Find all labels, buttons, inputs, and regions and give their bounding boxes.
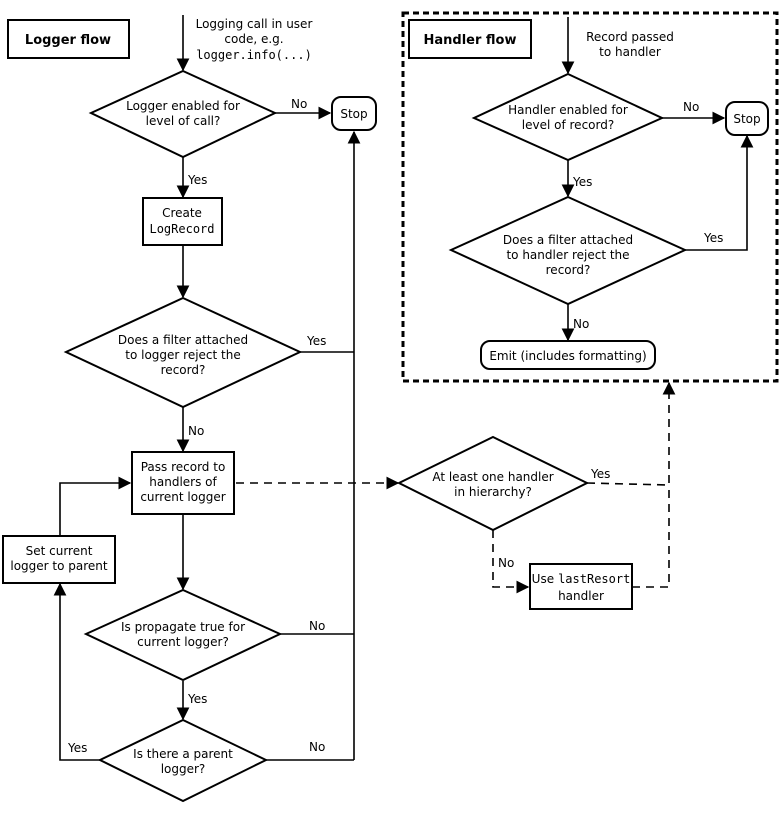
handler-entry-note: Record passed to handler xyxy=(586,30,674,59)
svg-text:Pass record to: Pass record to xyxy=(141,460,226,474)
label-yes-handler-enabled: Yes xyxy=(572,175,592,189)
svg-text:Stop: Stop xyxy=(340,107,367,121)
logger-flow-title: Logger flow xyxy=(7,19,130,59)
svg-text:Handler enabled for: Handler enabled for xyxy=(508,103,628,117)
svg-text:to handler: to handler xyxy=(599,45,661,59)
svg-text:At least one handler: At least one handler xyxy=(432,470,553,484)
svg-text:logger.info(...): logger.info(...) xyxy=(196,48,312,62)
label-yes-enabled: Yes xyxy=(187,173,207,187)
svg-text:record?: record? xyxy=(546,263,591,277)
handler-stop-terminal: Stop xyxy=(725,101,769,136)
label-no-parent: No xyxy=(309,740,325,754)
middle-connectors xyxy=(236,381,676,594)
svg-text:level of record?: level of record? xyxy=(522,118,614,132)
svg-text:in hierarchy?: in hierarchy? xyxy=(454,485,532,499)
svg-text:current logger?: current logger? xyxy=(137,635,229,649)
label-no-filter: No xyxy=(188,424,204,438)
logger-filter-decision: Does a filter attached to logger reject … xyxy=(63,296,303,409)
label-yes-propagate: Yes xyxy=(187,692,207,706)
handler-flow-connectors xyxy=(561,17,754,342)
svg-text:handler: handler xyxy=(558,589,604,603)
svg-text:current logger: current logger xyxy=(140,490,225,504)
svg-text:level of call?: level of call? xyxy=(146,114,221,128)
svg-text:to handler reject the: to handler reject the xyxy=(506,248,629,262)
svg-text:handlers of: handlers of xyxy=(149,475,217,489)
svg-text:Logger enabled for: Logger enabled for xyxy=(126,99,240,113)
svg-text:code, e.g.: code, e.g. xyxy=(224,32,283,46)
label-no-hierarchy: No xyxy=(498,556,514,570)
emit-terminal: Emit (includes formatting) xyxy=(480,340,656,370)
label-no-handler-enabled: No xyxy=(683,100,699,114)
svg-text:LogRecord: LogRecord xyxy=(149,222,214,236)
svg-text:Does a filter attached: Does a filter attached xyxy=(118,333,248,347)
label-no-propagate: No xyxy=(309,619,325,633)
svg-text:Record passed: Record passed xyxy=(586,30,674,44)
label-no-handler-filter: No xyxy=(573,317,589,331)
svg-text:Is there a parent: Is there a parent xyxy=(133,747,233,761)
handler-flow-frame xyxy=(401,11,779,383)
edge-labels: No Yes Yes No No Yes Yes No Yes No No Ye… xyxy=(67,97,723,755)
logger-stop-terminal: Stop xyxy=(331,96,377,131)
svg-text:logger?: logger? xyxy=(161,762,206,776)
svg-text:Is propagate true for: Is propagate true for xyxy=(121,620,245,634)
svg-text:Does a filter attached: Does a filter attached xyxy=(503,233,633,247)
pass-record-process: Pass record to handlers of current logge… xyxy=(131,451,235,515)
svg-text:record?: record? xyxy=(161,363,206,377)
at-least-one-handler-decision: At least one handler in hierarchy? xyxy=(396,435,590,532)
handler-enabled-decision: Handler enabled for level of record? xyxy=(471,72,665,162)
parent-logger-decision: Is there a parent logger? xyxy=(97,718,269,803)
logger-entry-note: Logging call in user code, e.g. logger.i… xyxy=(196,17,313,62)
handler-flow-title: Handler flow xyxy=(408,19,532,59)
create-logrecord-process: Create LogRecord xyxy=(142,197,223,246)
svg-text:Handler flow: Handler flow xyxy=(424,33,517,48)
svg-text:Set current: Set current xyxy=(26,544,93,558)
svg-text:to logger reject the: to logger reject the xyxy=(125,348,240,362)
label-no-enabled: No xyxy=(291,97,307,111)
propagate-decision: Is propagate true for current logger? xyxy=(83,588,283,682)
handler-filter-decision: Does a filter attached to handler reject… xyxy=(448,195,688,306)
label-yes-parent: Yes xyxy=(67,741,87,755)
svg-text:Logger flow: Logger flow xyxy=(25,33,111,48)
logger-flow-connectors xyxy=(53,15,361,761)
svg-text:logger to parent: logger to parent xyxy=(10,559,108,573)
label-yes-hierarchy: Yes xyxy=(590,467,610,481)
svg-text:Stop: Stop xyxy=(733,112,760,126)
logger-enabled-decision: Logger enabled for level of call? xyxy=(88,69,278,159)
label-yes-filter: Yes xyxy=(306,334,326,348)
svg-text:Logging call in user: Logging call in user xyxy=(196,17,313,31)
label-yes-handler-filter: Yes xyxy=(703,231,723,245)
set-parent-process: Set current logger to parent xyxy=(2,535,116,584)
svg-text:Emit (includes formatting): Emit (includes formatting) xyxy=(489,349,646,363)
svg-text:Create: Create xyxy=(162,206,202,220)
